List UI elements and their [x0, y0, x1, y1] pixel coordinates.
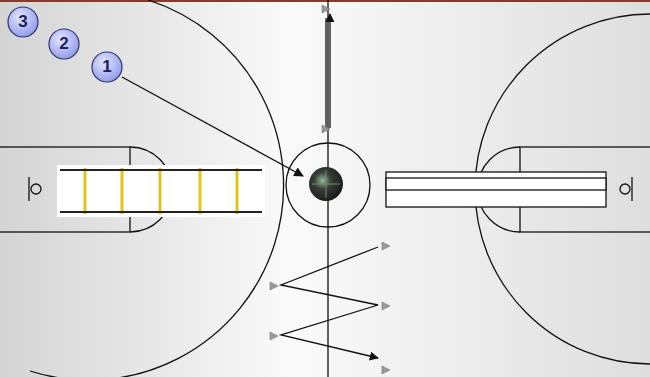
run-arrow: [122, 77, 303, 176]
ladder-rail: [60, 211, 262, 213]
player-circle-shape: [49, 29, 79, 59]
player-circle: 3: [7, 6, 39, 38]
basket: [31, 184, 41, 194]
ladder-rungs: [85, 168, 237, 214]
ladder-rung: [84, 168, 87, 214]
ladder-rung: [199, 168, 202, 214]
beam-inner: [386, 178, 606, 190]
zigzag-run: [281, 247, 378, 358]
three-point-arc: [30, 0, 284, 377]
beam-outer: [386, 172, 606, 207]
balance-beam: [386, 172, 606, 207]
player-number: 2: [59, 34, 68, 54]
sprint-arrow: [329, 14, 330, 128]
center-circle: [286, 143, 370, 227]
cone: [382, 242, 390, 250]
player-circle: 1: [91, 51, 123, 83]
cone: [270, 282, 278, 290]
player-circle-shape: [92, 52, 122, 82]
ladder-rung: [121, 168, 124, 214]
cone: [270, 332, 278, 340]
ball-seam: [312, 170, 340, 198]
cone: [382, 366, 390, 374]
ladder-ground: [57, 165, 265, 217]
ladder-rail: [60, 169, 262, 171]
player-number: 1: [102, 57, 111, 77]
ladder-rung: [159, 168, 162, 214]
agility-ladder: [57, 165, 265, 217]
basket: [620, 184, 630, 194]
ladder-rung: [236, 168, 239, 214]
cone: [322, 5, 330, 13]
cone: [322, 125, 330, 133]
player-circle: 2: [48, 28, 80, 60]
sprint-line: [325, 18, 326, 128]
top-border: [0, 0, 650, 2]
player-number: 3: [18, 12, 27, 32]
backboard: [631, 177, 632, 201]
cone: [382, 302, 390, 310]
backboard: [28, 177, 29, 201]
cones: [270, 5, 390, 374]
sprint-path: [326, 14, 330, 128]
ball: [309, 167, 343, 201]
player-circle-shape: [8, 7, 38, 37]
